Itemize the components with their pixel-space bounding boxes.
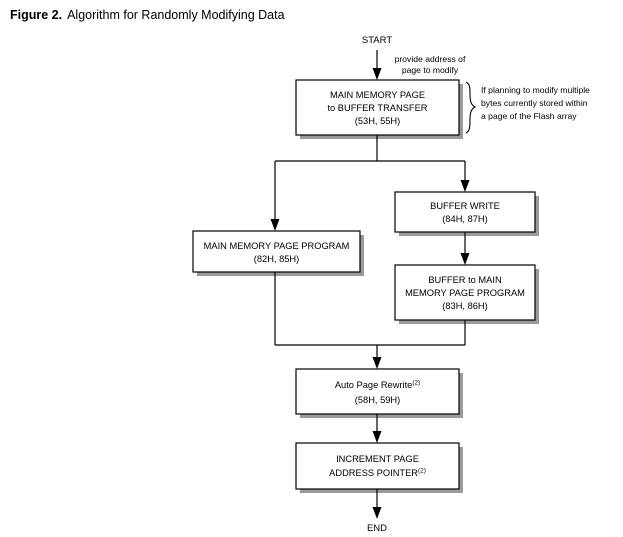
entry-note-line1: provide address of: [395, 54, 466, 64]
connector-split-branch: [270, 135, 470, 231]
node-buffer-write[interactable]: BUFFER WRITE (84H, 87H): [394, 191, 539, 236]
node-buffer-write-line1: BUFFER WRITE: [430, 201, 500, 211]
node-transfer-line1: MAIN MEMORY PAGE: [330, 90, 425, 100]
arrow-increment-to-end: [372, 489, 382, 519]
node-btmmpp-line1: BUFFER to MAIN: [428, 275, 501, 285]
node-auto-page-rewrite[interactable]: Auto Page Rewrite(2) (58H, 59H): [295, 368, 463, 418]
node-increment-page-address-pointer[interactable]: INCREMENT PAGE ADDRESS POINTER(2): [295, 442, 463, 493]
node-transfer-line3: (53H, 55H): [355, 116, 400, 126]
arrow-auto-page-rewrite-to-increment: [372, 414, 382, 443]
figure-number: Figure 2.: [10, 8, 63, 22]
arrow-start-to-transfer: [372, 50, 382, 80]
node-btmmpp-line3: (83H, 86H): [442, 301, 487, 311]
end-terminal-label: END: [367, 523, 387, 534]
node-mmpp-line2: (82H, 85H): [254, 254, 299, 264]
start-terminal-label: START: [362, 35, 392, 46]
connector-merge-branch: [274, 272, 466, 369]
node-auto-page-rewrite-text: Auto Page Rewrite: [335, 380, 413, 390]
brace-note-line1: If planning to modify multiple: [481, 85, 590, 95]
node-increment-line2: ADDRESS POINTER(2): [329, 468, 426, 479]
node-auto-page-rewrite-line1: Auto Page Rewrite(2): [335, 380, 420, 391]
arrow-buffer-write-to-buffer-to-main: [460, 232, 470, 265]
node-increment-line1: INCREMENT PAGE: [336, 454, 419, 464]
node-buffer-write-line2: (84H, 87H): [442, 214, 487, 224]
node-increment-text: ADDRESS POINTER: [329, 468, 418, 478]
figure-caption: Algorithm for Randomly Modifying Data: [67, 8, 285, 22]
node-main-memory-page-to-buffer-transfer[interactable]: MAIN MEMORY PAGE to BUFFER TRANSFER (53H…: [295, 79, 463, 139]
brace-annotation: If planning to modify multiple bytes cur…: [465, 81, 590, 134]
node-main-memory-page-program[interactable]: MAIN MEMORY PAGE PROGRAM (82H, 85H): [192, 230, 364, 276]
node-btmmpp-line2: MEMORY PAGE PROGRAM: [405, 288, 525, 298]
node-auto-page-rewrite-line2: (58H, 59H): [355, 395, 400, 405]
node-increment-superscript: (2): [418, 468, 426, 475]
node-transfer-line2: to BUFFER TRANSFER: [327, 103, 427, 113]
brace-note-line3: a page of the Flash array: [481, 111, 577, 121]
brace-note-line2: bytes currently stored within: [481, 98, 588, 108]
node-buffer-to-main-memory-page-program[interactable]: BUFFER to MAIN MEMORY PAGE PROGRAM (83H,…: [394, 264, 539, 324]
node-auto-page-rewrite-superscript: (2): [412, 380, 420, 387]
entry-note-line2: page to modify: [402, 65, 459, 75]
figure-title: Figure 2. Algorithm for Randomly Modifyin…: [10, 8, 285, 22]
node-mmpp-line1: MAIN MEMORY PAGE PROGRAM: [204, 241, 350, 251]
